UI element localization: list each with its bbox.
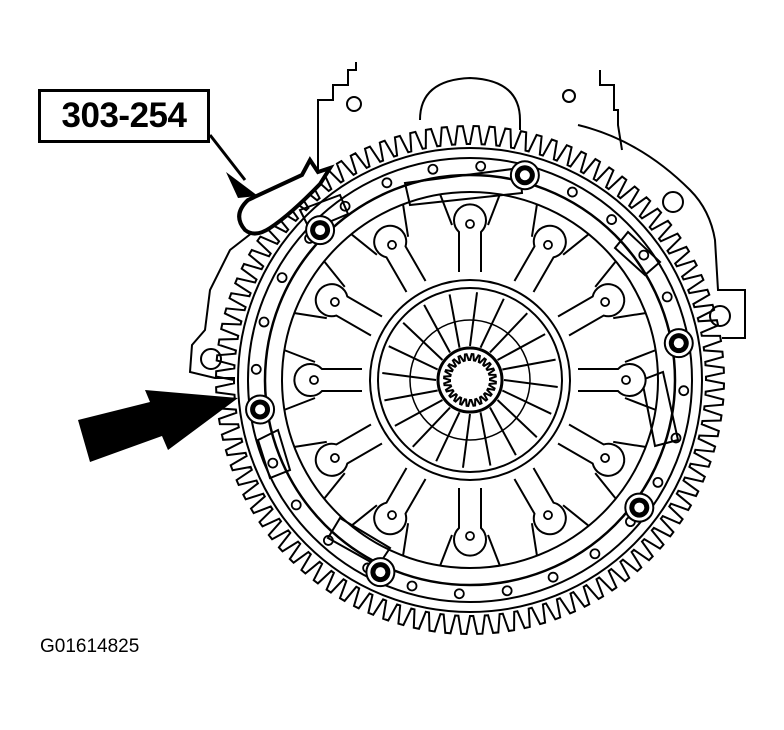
figure-id-label: G01614825 — [40, 636, 140, 657]
callout-leader — [208, 134, 258, 198]
cover-bolts — [245, 160, 694, 588]
clutch-disc-hub — [369, 279, 571, 481]
hub-dampers — [382, 292, 558, 468]
diaphragm-spring-fingers — [283, 193, 657, 567]
cover-holes — [250, 160, 690, 600]
bold-arrow-icon — [78, 390, 238, 462]
tool-number-callout: 303-254 — [38, 89, 210, 143]
arrow-pointer-icon — [226, 172, 258, 198]
alignment-tool — [237, 156, 335, 236]
hub-spline — [436, 346, 504, 414]
tool-number-label: 303-254 — [61, 96, 187, 135]
flywheel-ring-gear — [214, 124, 726, 636]
cover-straps — [256, 166, 680, 568]
